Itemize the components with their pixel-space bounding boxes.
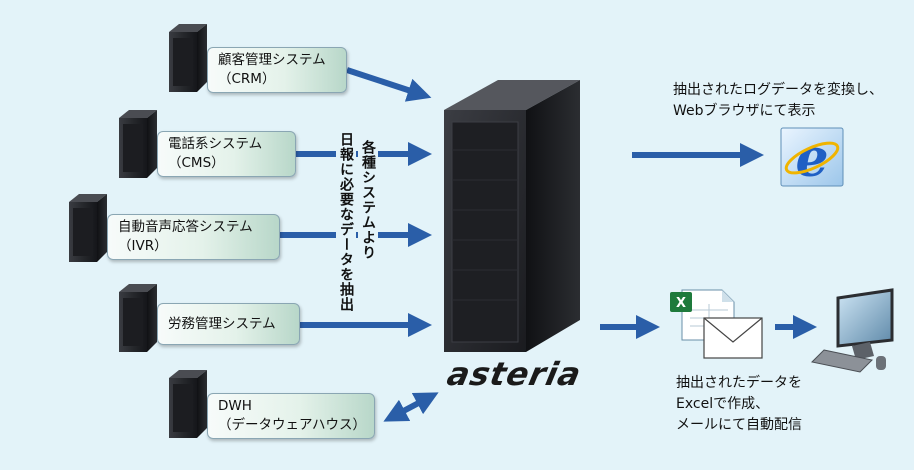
pc-monitor-icon — [810, 288, 894, 373]
web-output-caption-line2: Webブラウザにて表示 — [673, 103, 816, 119]
web-output-caption-line1: 抽出されたログデータを変換し、 — [673, 82, 883, 98]
system-box-crm: 顧客管理システム （CRM） — [207, 47, 347, 93]
server-rack-icon-labor — [119, 284, 157, 352]
server-rack-icon-cms — [119, 110, 157, 178]
excel-output-caption-line2: Excelで作成、 — [676, 396, 770, 412]
server-rack-icon-ivr — [69, 194, 107, 262]
excel-output-caption-line1: 抽出されたデータを — [676, 375, 802, 391]
extract-label-line1: 各種システムより — [358, 138, 378, 262]
svg-text:e: e — [795, 128, 828, 189]
system-box-cms-abbr: （CMS） — [168, 155, 225, 171]
arrow-dwh-bidirectional — [383, 392, 439, 422]
server-rack-icon-crm — [169, 24, 207, 92]
system-box-ivr: 自動音声応答システム （IVR） — [107, 214, 280, 260]
system-box-cms: 電話系システム （CMS） — [157, 131, 296, 177]
system-box-labor-name: 労務管理システム — [168, 315, 276, 332]
envelope-icon — [703, 317, 763, 359]
asteria-logo: asteria — [443, 355, 586, 393]
extract-label-line2: 日報に必要なデータを抽出 — [336, 130, 356, 314]
system-box-dwh-desc: （データウェアハウス） — [218, 417, 366, 433]
excel-output-caption: 抽出されたデータを Excelで作成、 メールにて自動配信 — [676, 373, 802, 436]
system-box-labor: 労務管理システム — [157, 303, 300, 345]
arrow-crm-to-server — [346, 67, 432, 102]
excel-output-caption-line3: メールにて自動配信 — [676, 417, 802, 433]
system-box-crm-name: 顧客管理システム — [218, 52, 326, 68]
system-box-dwh-name: DWH — [218, 398, 252, 414]
system-box-ivr-abbr: （IVR） — [118, 238, 168, 254]
system-box-ivr-name: 自動音声応答システム — [118, 219, 253, 235]
svg-text:X: X — [676, 296, 686, 311]
ie-browser-icon: e — [780, 127, 844, 189]
system-box-crm-abbr: （CRM） — [218, 71, 276, 87]
server-rack-icon-central — [444, 80, 580, 352]
system-box-dwh: DWH （データウェアハウス） — [207, 393, 375, 439]
server-rack-icon-dwh — [169, 370, 207, 438]
system-box-cms-name: 電話系システム — [168, 136, 263, 152]
web-output-caption: 抽出されたログデータを変換し、 Webブラウザにて表示 — [673, 80, 883, 122]
